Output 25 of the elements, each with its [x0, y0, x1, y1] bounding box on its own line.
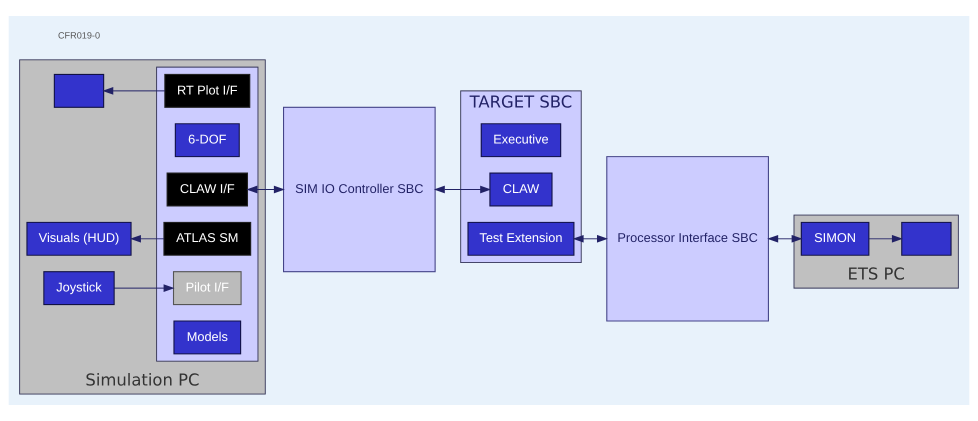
node-box: Models — [173, 320, 242, 354]
node-box: 6-DOF — [174, 123, 240, 158]
arrow — [102, 87, 166, 95]
label: CFR019-0 — [58, 30, 100, 40]
node-box: SIMON — [800, 222, 870, 256]
node-box: SIM IO Controller SBC — [283, 106, 436, 272]
node-box: Test Extension — [467, 222, 574, 256]
node-box: CLAW — [489, 172, 553, 206]
node-box: CLAW I/F — [166, 172, 248, 206]
arrow — [767, 234, 803, 243]
node-box: Processor Interface SBC — [606, 156, 769, 322]
node-box — [54, 74, 104, 108]
node-box — [901, 222, 952, 256]
node-box: Pilot I/F — [172, 271, 242, 306]
arrow — [130, 234, 164, 243]
arrow — [572, 234, 608, 243]
node-box: Joystick — [43, 271, 115, 306]
arrow — [114, 284, 175, 292]
node-box: Executive — [480, 123, 562, 158]
arrow — [246, 186, 285, 194]
arrow — [434, 186, 492, 194]
node-box: Visuals (HUD) — [26, 222, 132, 256]
node-box: ATLAS SM — [163, 222, 252, 256]
arrow — [868, 234, 903, 243]
node-box: RT Plot I/F — [164, 74, 250, 108]
